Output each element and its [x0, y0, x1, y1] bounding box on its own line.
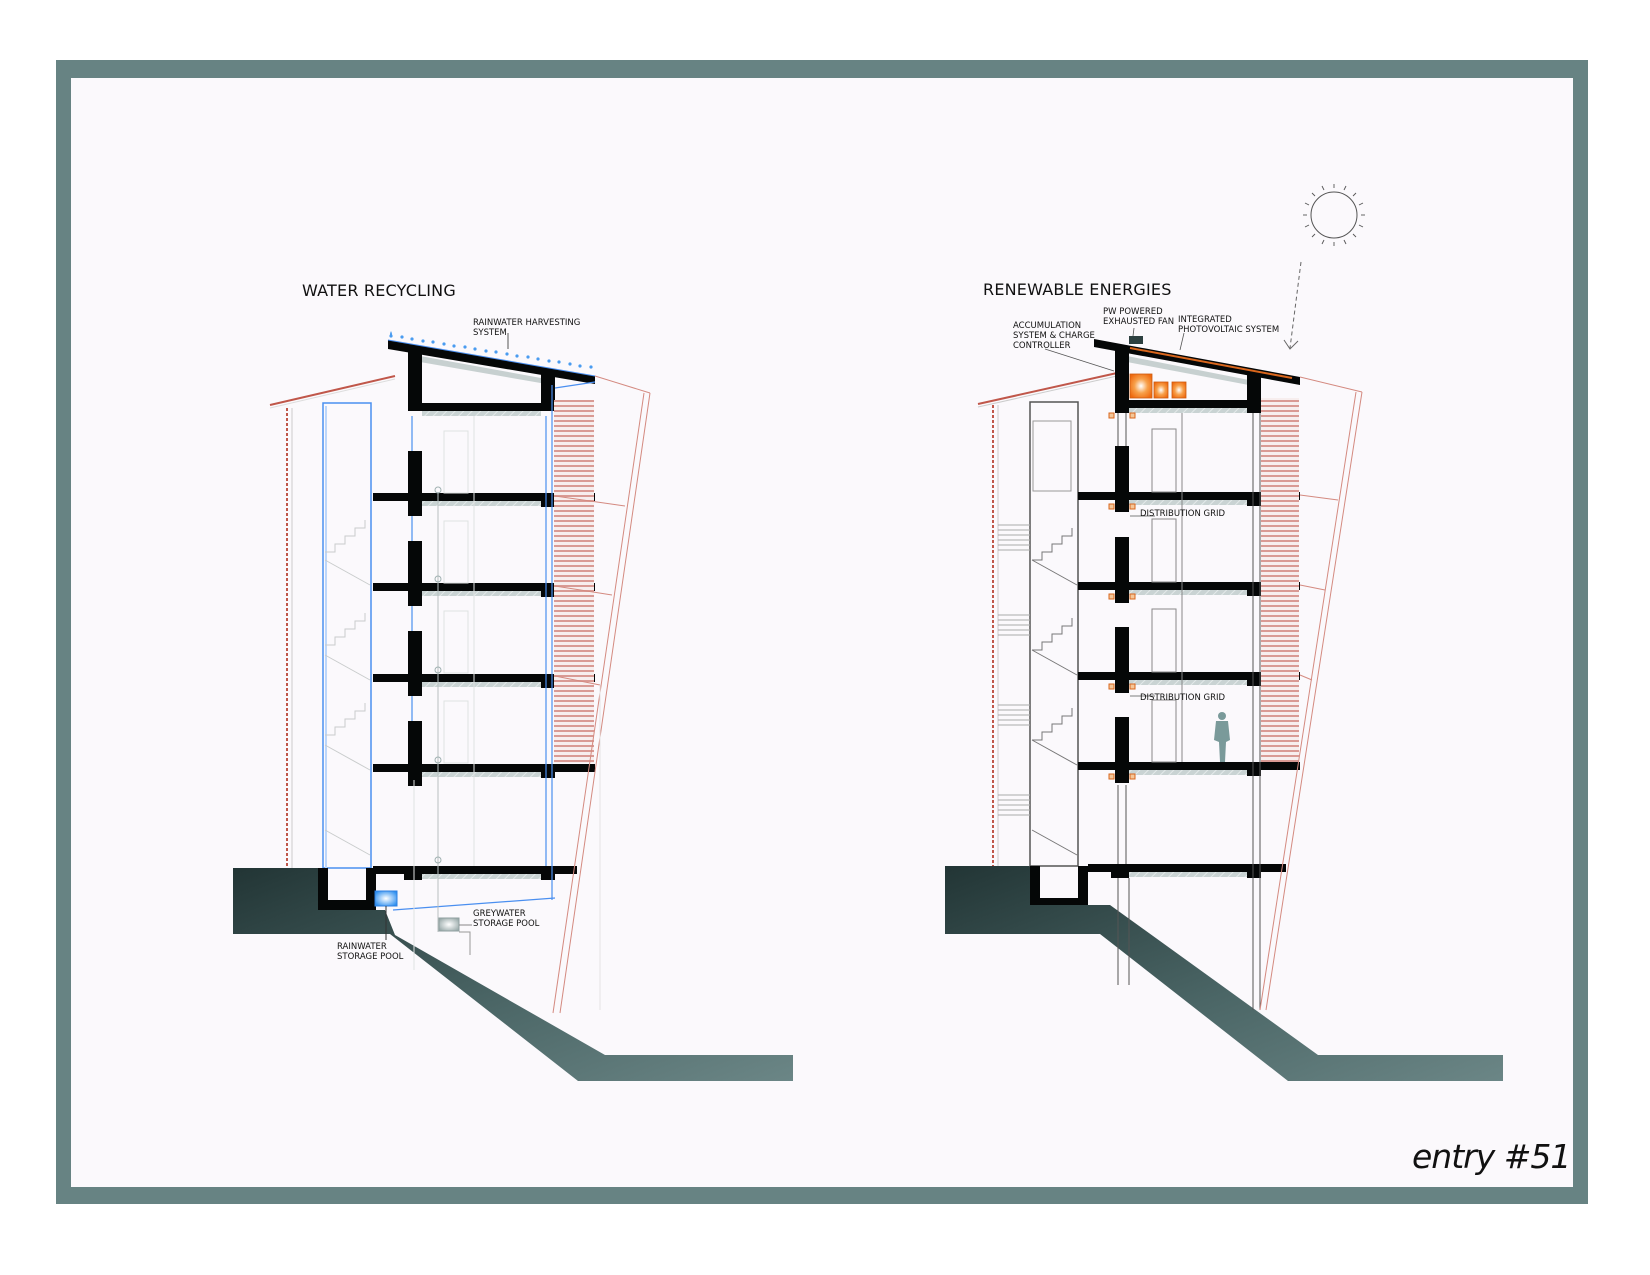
distribution-grid-label-2: DISTRIBUTION GRID: [1140, 693, 1226, 703]
rainwater-harvesting-label: RAINWATER HARVESTING SYSTEM: [473, 318, 581, 338]
sheet-canvas: [71, 78, 1573, 1187]
photovoltaic-label: INTEGRATED PHOTOVOLTAIC SYSTEM: [1178, 315, 1280, 335]
accumulation-system-label: ACCUMULATION SYSTEM & CHARGE CONTROLLER: [1013, 321, 1095, 351]
person-silhouette-icon: [1214, 712, 1230, 762]
sun-icon: [1303, 184, 1365, 246]
distribution-node-icon: [1108, 412, 1136, 780]
exhaust-fan-label: PW POWERED EXHAUSTED FAN: [1103, 307, 1175, 327]
exhaust-fan-icon: [1129, 336, 1143, 344]
arrow-down-icon: [1283, 261, 1302, 350]
photovoltaic-panel: [1129, 347, 1293, 379]
renewable-energies-title: RENEWABLE ENERGIES: [983, 280, 1172, 299]
distribution-grid-label-1: DISTRIBUTION GRID: [1140, 509, 1226, 519]
rainwater-storage-label: RAINWATER STORAGE POOL: [337, 942, 404, 962]
entry-number: entry #51: [1412, 1137, 1571, 1176]
greywater-storage-label: GREYWATER STORAGE POOL: [473, 909, 540, 929]
water-recycling-section: [233, 331, 793, 1081]
battery-icon: [1129, 373, 1187, 399]
renewable-energies-section: [945, 184, 1503, 1081]
water-recycling-title: WATER RECYCLING: [302, 281, 456, 300]
